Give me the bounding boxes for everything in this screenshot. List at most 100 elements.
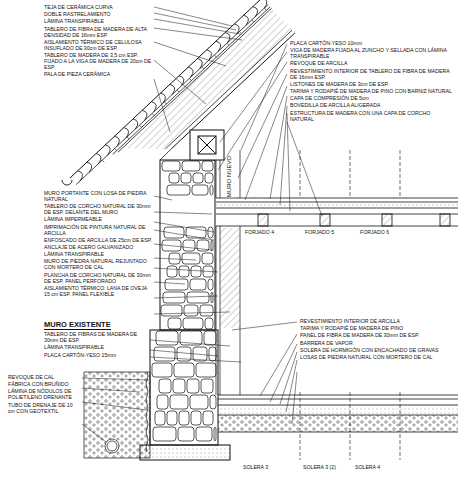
roof-tile — [197, 58, 202, 68]
ground-slab — [218, 415, 458, 432]
stone — [167, 266, 177, 277]
floor-slab — [216, 202, 458, 208]
inner-lining — [216, 160, 217, 198]
roof-tile — [216, 41, 221, 51]
batten — [202, 67, 204, 69]
annotation: LÁMINA IMPERMEABLE — [44, 216, 152, 222]
batten — [152, 113, 154, 115]
leader-lines — [82, 402, 147, 410]
batten — [140, 125, 142, 127]
annotation: AISLAMIENTO TÉRMICO DE CELULOSA INSUFLAD… — [44, 39, 152, 51]
leader-lines — [154, 196, 172, 200]
ring-beam — [198, 136, 216, 154]
stone — [168, 318, 181, 329]
stone — [187, 379, 199, 393]
wall-name: MURO NUEVO — [227, 155, 234, 196]
leader-lines — [287, 113, 290, 211]
leader-lines — [150, 340, 230, 346]
annotation: MURO PORTANTE CON LOSA DE PIEDRA NATURAL — [44, 190, 152, 202]
annotation: TUBO DE DRENAJE DE 10 cm CON GEOTEXTIL — [8, 402, 80, 414]
leader-lines — [154, 230, 214, 240]
annotation: IMPRIMACIÓN DE PINTURA NATURAL DE ARCILL… — [44, 224, 152, 236]
annotation: LÁMINA TRANSPIRABLE — [44, 18, 152, 24]
annotation: PALA DE PIEZA CERÁMICA — [44, 71, 152, 77]
roof-tile — [253, 7, 258, 17]
leader-lines — [154, 282, 185, 284]
stone — [193, 173, 203, 183]
stone — [203, 411, 213, 425]
annotation: AISLAMIENTO TÉRMICO: LANA DE OVEJA 15 cm… — [44, 285, 152, 297]
soil — [105, 439, 119, 453]
annotation: TABLERO DE CORCHO NATURAL DE 30mm DE ESP… — [44, 203, 152, 215]
annotation: PANEL DE FIBRA DE MADERA DE 30mm DE ESP. — [300, 332, 458, 338]
stone — [184, 305, 198, 316]
annotation: ENFOSCADO DE ARCILLA DE 25cm DE ESP. — [44, 237, 152, 243]
batten — [115, 149, 117, 151]
annotation: SOLERA DE HORMIGÓN CON ENCACHADO DE GRAV… — [300, 347, 458, 353]
stone — [209, 347, 216, 361]
roof-tile — [124, 128, 129, 138]
annotation: FÁBRICA CON BRUÑIDO — [8, 381, 80, 387]
section-marks — [300, 392, 301, 460]
wall-outline — [140, 445, 230, 460]
annotation: TABLERO DE FIBRAS DE MADERA DE 30mm DE E… — [44, 331, 148, 343]
floor-slab — [382, 214, 392, 226]
annotation: REVESTIMIENTO INTERIOR DE TABLERO DE FIB… — [290, 68, 455, 80]
stone — [202, 253, 213, 264]
floor-slab — [320, 214, 330, 226]
stone — [210, 185, 213, 195]
stone — [201, 379, 213, 393]
stone — [183, 318, 203, 329]
leader-lines — [154, 7, 232, 26]
soil — [107, 441, 117, 451]
leader-lines — [154, 19, 240, 34]
annotation: CAPA DE COMPRESIÓN DE 5cm — [290, 95, 455, 101]
annotation: LÁMINA TRANSPIRABLE — [44, 251, 152, 257]
leader-lines — [232, 322, 297, 330]
insulation — [122, 8, 292, 149]
section-title: MURO EXISTENTE — [44, 320, 111, 330]
batten — [214, 55, 216, 57]
annotation: FORJADO 4 — [245, 229, 274, 235]
stone — [190, 279, 206, 290]
annotation: TARIMA Y RODAPIÉ DE MADERA DE PINO — [300, 325, 458, 331]
batten — [264, 8, 266, 10]
roof-tile — [142, 110, 147, 120]
leader-lines — [154, 244, 212, 250]
floor-slab — [216, 214, 458, 215]
soil — [84, 372, 150, 458]
stone — [182, 161, 200, 171]
stone — [179, 266, 189, 277]
leader-lines — [292, 372, 297, 424]
leader-lines — [286, 360, 297, 412]
floor-slab — [258, 214, 268, 226]
stone — [165, 279, 188, 290]
annotation: REVOQUE DE ARCILLA — [290, 60, 455, 66]
leader-lines — [245, 86, 287, 200]
leader-lines — [154, 222, 214, 232]
stone — [153, 427, 176, 441]
floor-slab — [216, 198, 458, 199]
leader-lines — [270, 96, 287, 199]
ring-beam — [198, 136, 216, 154]
ring-beam — [190, 130, 224, 160]
gutter — [62, 180, 72, 185]
stone — [178, 427, 194, 441]
stone — [191, 266, 201, 277]
leader-lines — [82, 424, 106, 442]
stone — [169, 253, 180, 264]
batten — [239, 32, 241, 34]
roof-tile — [105, 145, 110, 155]
gutter — [62, 180, 72, 185]
annotation: REVOQUE DE CAL — [8, 374, 80, 380]
leader-lines — [154, 212, 212, 214]
stone-masonry — [152, 161, 216, 441]
stone — [196, 363, 216, 377]
inner-lining — [220, 228, 240, 328]
floor-slab — [440, 214, 450, 226]
stone — [183, 240, 195, 251]
leader-lines — [150, 357, 241, 362]
inner-lining — [216, 150, 240, 395]
roof-tile — [115, 136, 120, 146]
stone — [174, 363, 194, 377]
